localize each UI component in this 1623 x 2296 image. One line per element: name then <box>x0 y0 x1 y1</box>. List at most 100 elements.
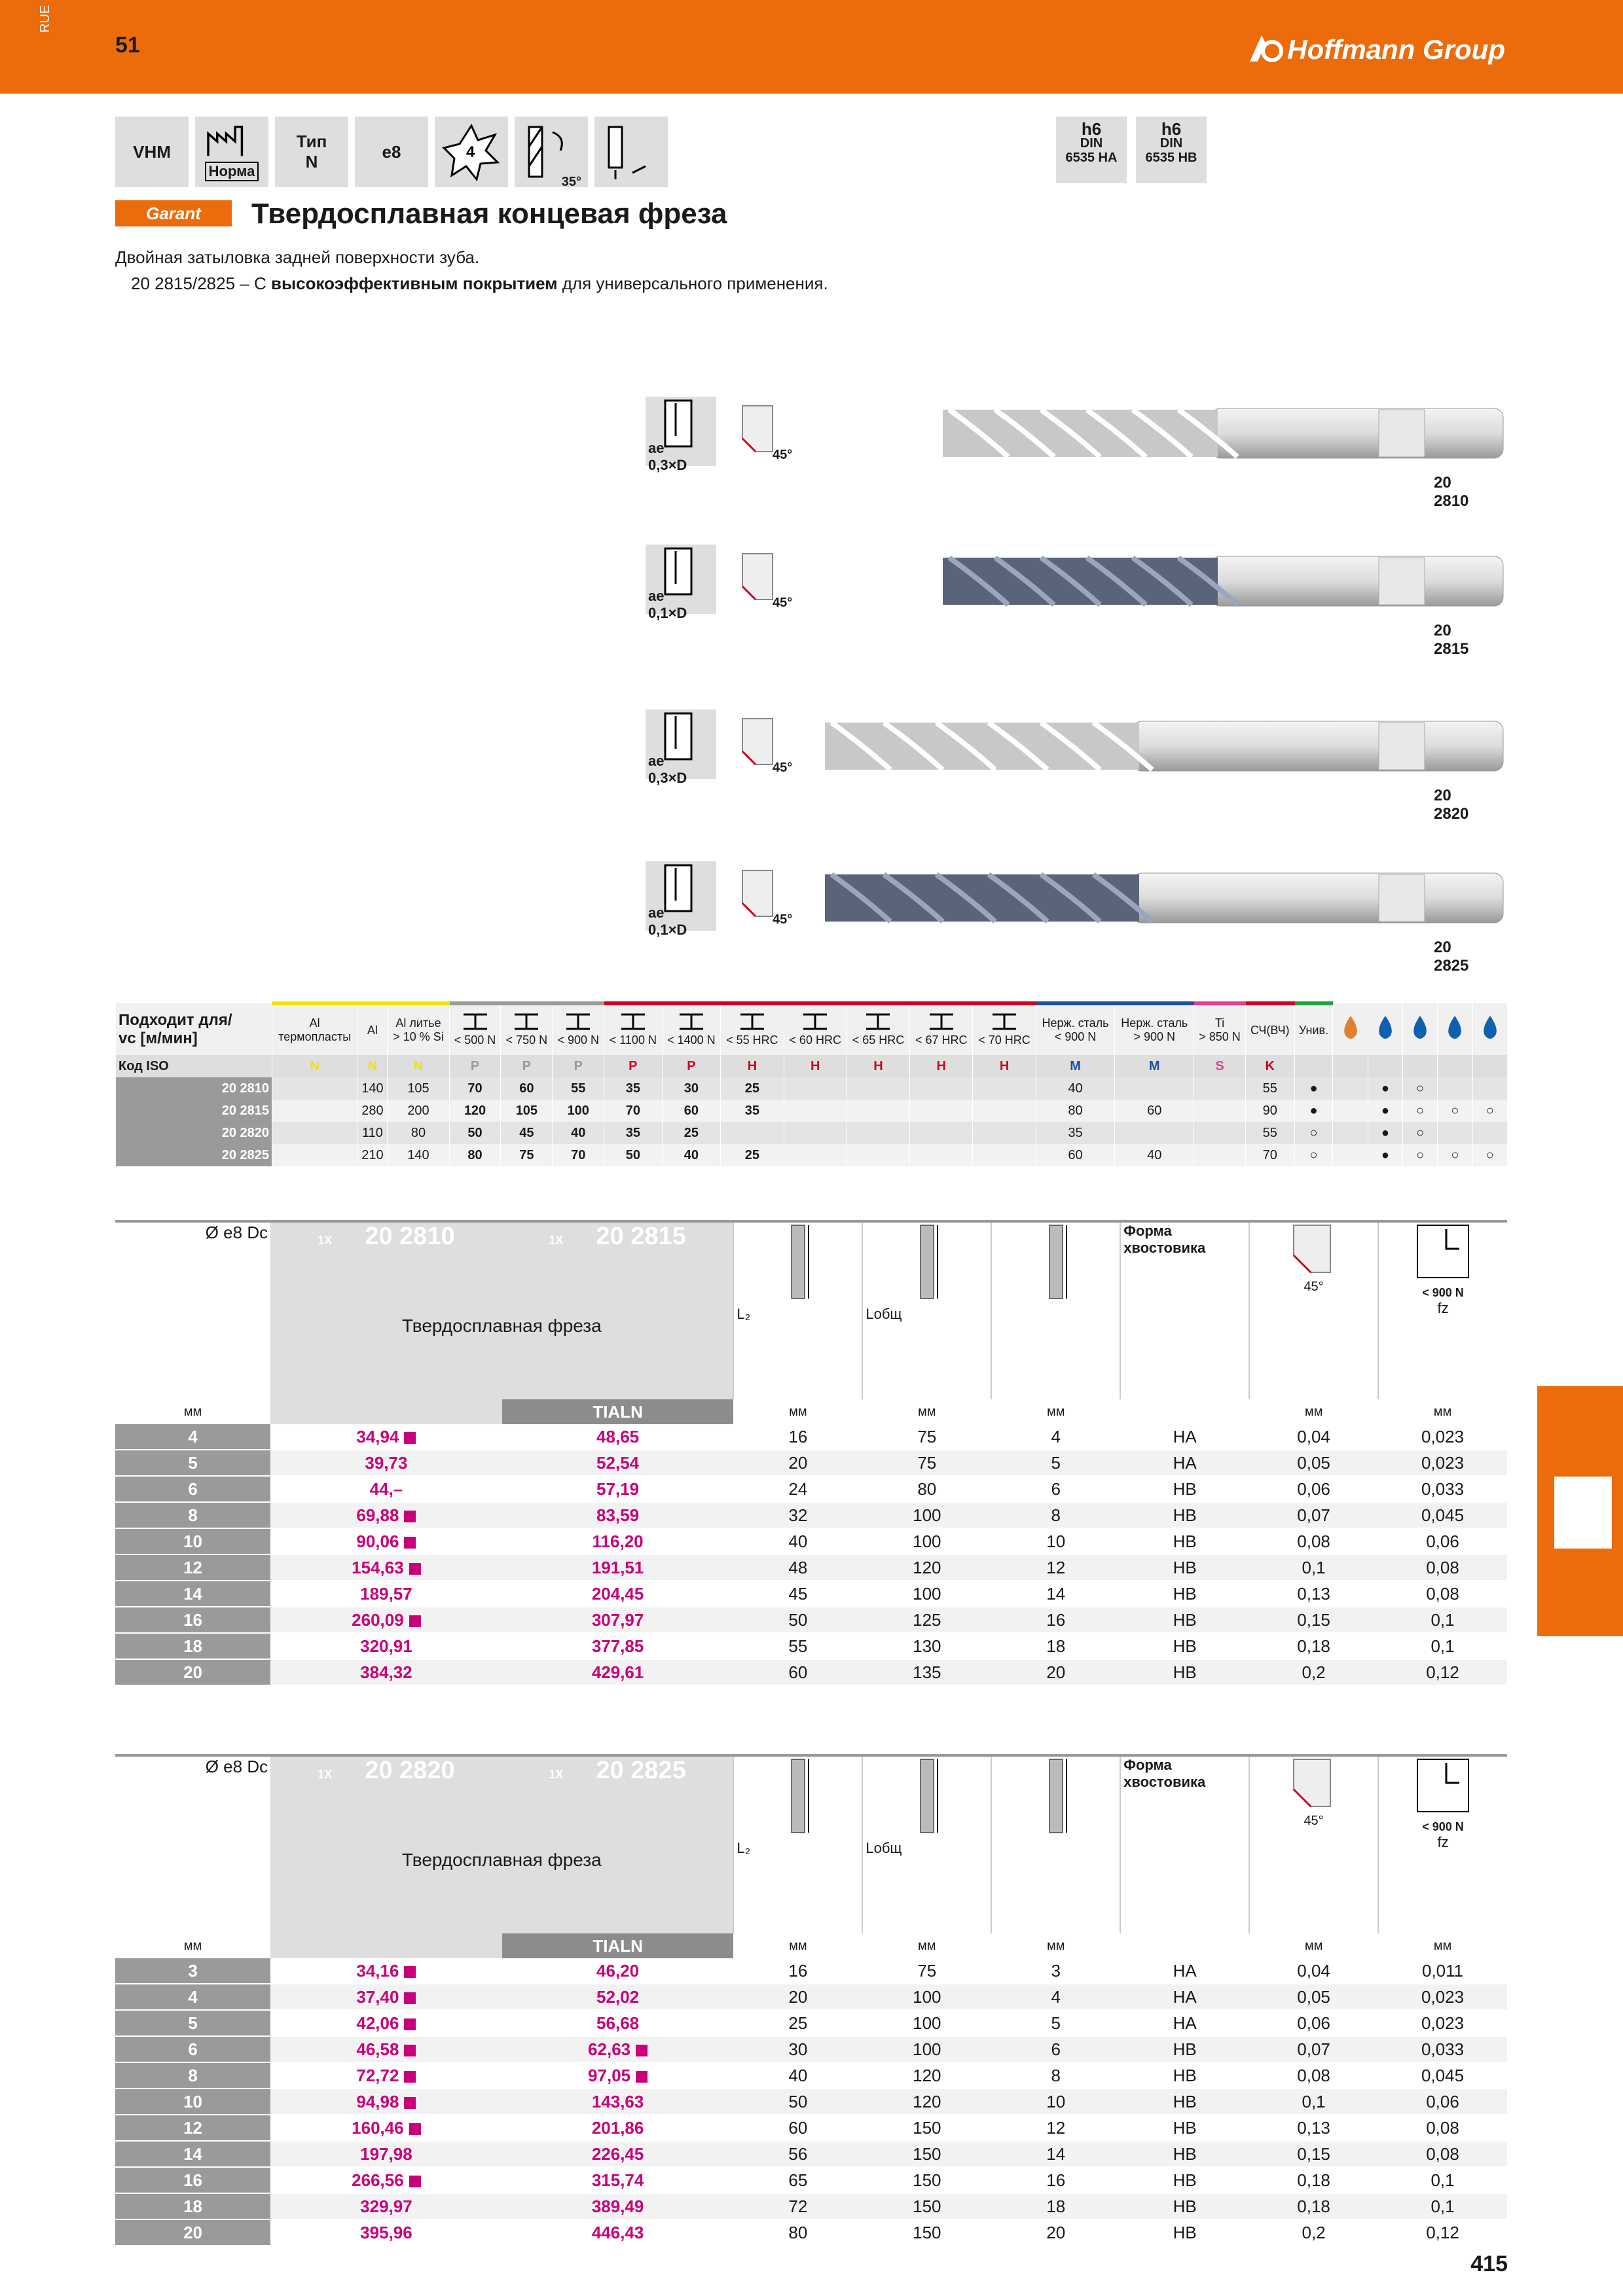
chamfer-icon <box>1292 1759 1331 1808</box>
price-value: 197,98 <box>360 2144 412 2164</box>
coolant-mark: ● <box>1367 1100 1403 1122</box>
param-value: HB <box>1120 2089 1250 2115</box>
param-value: 60 <box>733 2115 863 2142</box>
shank-form-label: Форма хвостовика <box>1123 1757 1206 1790</box>
coating-label: TIALN <box>501 1399 734 1424</box>
price-value: 46,20 <box>596 1960 640 1981</box>
diameter: 4 <box>115 1984 271 2011</box>
param-value: 10 <box>991 1528 1121 1555</box>
coolant-mark: ○ <box>1472 1100 1507 1122</box>
chamfer-label: 45° <box>773 761 793 775</box>
water-drop-icon <box>1379 1016 1392 1039</box>
dimension-icon <box>791 1225 809 1299</box>
param-value: HB <box>1120 2062 1250 2089</box>
param-value: 5 <box>991 1450 1121 1477</box>
price-value: 143,63 <box>591 2091 644 2111</box>
dimension-icon <box>920 1759 938 1833</box>
suitable-label: Подходит для/ <box>119 1011 232 1029</box>
stock-marker-icon <box>404 1965 416 1978</box>
param-value: 0,1 <box>1378 2167 1507 2194</box>
price-2: 307,97 <box>501 1607 734 1634</box>
engagement-label: ae 0,3×D <box>648 440 687 473</box>
end-mill-image <box>943 555 1504 607</box>
iso-code: M <box>1114 1055 1194 1077</box>
price-1: 384,32 <box>270 1659 502 1686</box>
coolant-mark: ○ <box>1402 1100 1438 1122</box>
unit: мм <box>918 1938 936 1953</box>
dimension-label: L₂ <box>737 1840 751 1856</box>
unit: мм <box>183 1404 202 1419</box>
coolant-col-header <box>1402 1003 1438 1055</box>
price-2: 48,65 <box>501 1424 734 1450</box>
param-value: 6 <box>991 2036 1121 2063</box>
price-value: 315,74 <box>591 2170 644 2190</box>
iso-code: H <box>909 1055 973 1077</box>
pack-qty: 1X <box>318 1768 333 1781</box>
unit: мм <box>1433 1938 1452 1953</box>
tool-article: 20 2825 <box>1434 939 1469 975</box>
price-value: 226,45 <box>591 2144 644 2164</box>
param-value: HB <box>1120 1607 1250 1634</box>
i-beam-icon <box>740 1013 764 1030</box>
price-value: 90,06 <box>356 1531 399 1551</box>
diameter: 12 <box>115 1554 271 1581</box>
param-value: 0,06 <box>1249 1476 1379 1503</box>
price-1: 94,98 <box>270 2089 502 2115</box>
pack-qty: 1X <box>549 1234 564 1247</box>
cutting-speed: 60 <box>1035 1144 1115 1166</box>
price-2: 315,74 <box>501 2167 734 2194</box>
material-col-header: < 500 N <box>448 1001 501 1055</box>
iso-code: H <box>972 1055 1036 1077</box>
param-value: 0,1 <box>1249 2089 1379 2115</box>
param-value: 14 <box>991 1581 1121 1607</box>
param-value: 16 <box>733 1424 863 1450</box>
iso-code: H <box>720 1055 784 1077</box>
cutting-speed: 90 <box>1245 1100 1295 1122</box>
price-1: 42,06 <box>270 2010 502 2037</box>
vhm-label: VHM <box>133 141 171 162</box>
price-value: 97,05 <box>588 2065 631 2085</box>
materials-article: 20 2815 <box>115 1100 272 1122</box>
param-header: 45° <box>1249 1757 1379 1933</box>
iso-code: H <box>783 1055 847 1077</box>
cutting-speed <box>846 1100 910 1122</box>
param-value: 20 <box>733 1984 863 2011</box>
subtitle-2-prefix: 20 2815/2825 – С <box>131 274 271 293</box>
cutting-speed <box>271 1077 357 1100</box>
price-2: 97,05 <box>501 2062 734 2089</box>
param-value: 0,07 <box>1249 1502 1379 1529</box>
engagement-label: ae 0,3×D <box>648 753 687 786</box>
param-value: HB <box>1120 2193 1250 2220</box>
material-strength: < 1100 N <box>609 1033 657 1047</box>
param-value: 150 <box>862 2219 992 2246</box>
cutting-speed <box>720 1122 784 1144</box>
price-1: 46,58 <box>270 2036 502 2063</box>
coolant-mark: ○ <box>1472 1144 1507 1166</box>
iso-code: N <box>271 1055 357 1077</box>
price-2: 52,54 <box>501 1450 734 1477</box>
param-value: 0,033 <box>1378 2036 1507 2063</box>
factory-norm-icon: Норма <box>195 117 268 187</box>
feed-icon <box>1417 1759 1470 1812</box>
price-value: 69,88 <box>356 1505 399 1525</box>
param-value: HB <box>1120 2219 1250 2246</box>
cutting-speed: 100 <box>552 1100 604 1122</box>
i-beam-icon <box>566 1013 591 1030</box>
stock-marker-icon <box>404 2018 416 2030</box>
i-beam-icon <box>866 1013 890 1030</box>
end-mill-image <box>943 407 1504 459</box>
diameter: 6 <box>115 2036 271 2063</box>
cutting-speed: 60 <box>500 1077 553 1100</box>
price-value: 201,86 <box>591 2117 644 2138</box>
unit-empty <box>270 1933 502 1958</box>
feed-icon <box>1417 1225 1470 1278</box>
tool-article: 20 2810 <box>1434 474 1469 510</box>
